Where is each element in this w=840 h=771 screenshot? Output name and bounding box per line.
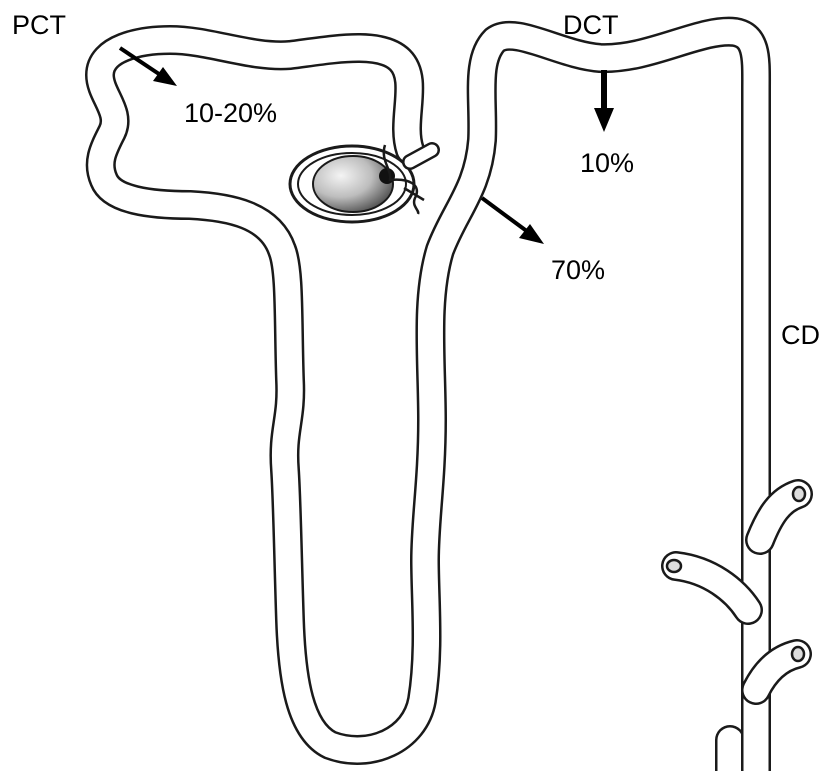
pct-reabsorption-label: 10-20% — [184, 100, 277, 127]
dct-label: DCT — [563, 12, 619, 39]
dct-arrow — [594, 70, 614, 132]
loop-arrow — [482, 198, 544, 244]
collecting-duct-branch-middle — [667, 560, 748, 610]
glomerulus — [313, 156, 395, 212]
collecting-duct — [730, 700, 756, 771]
cd-label: CD — [781, 322, 820, 349]
nephron-tubule — [100, 32, 756, 750]
dct-reabsorption-label: 10% — [580, 150, 634, 177]
pct-label: PCT — [12, 12, 66, 39]
loop-reabsorption-label: 70% — [551, 257, 605, 284]
